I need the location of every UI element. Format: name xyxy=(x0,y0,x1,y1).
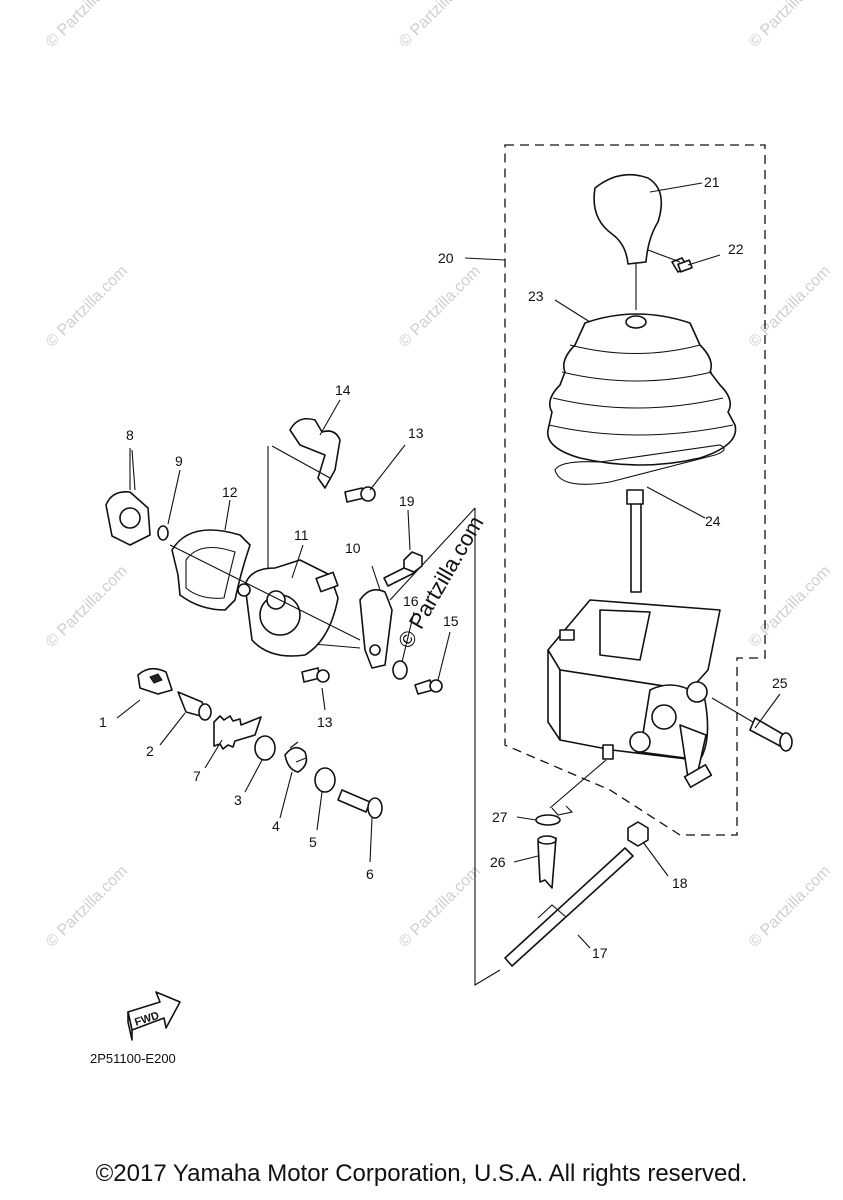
watermark: © Partzilla.com xyxy=(396,0,484,51)
guide-line-h1 xyxy=(169,544,361,641)
leader-lines xyxy=(116,182,781,949)
callout-11: 11 xyxy=(294,527,309,543)
callout-19: 19 xyxy=(399,493,415,509)
callout-18: 18 xyxy=(672,875,688,891)
callout-25: 25 xyxy=(772,675,788,691)
callout-17: 17 xyxy=(592,945,608,961)
lever-part-10[interactable] xyxy=(359,564,415,669)
callout-1: 1 xyxy=(99,714,107,730)
callout-3: 3 xyxy=(234,792,242,808)
callout-23: 23 xyxy=(528,288,544,304)
guide-line-right xyxy=(474,508,501,986)
washer-part-3[interactable] xyxy=(254,735,276,761)
watermark: © Partzilla.com xyxy=(396,263,484,351)
bolt-part-13-bottom[interactable] xyxy=(301,667,330,683)
washer-part-5[interactable] xyxy=(314,767,336,793)
watermark: © Partzilla.com xyxy=(746,563,834,651)
watermark: © Partzilla.com xyxy=(746,863,834,951)
collar-part-2[interactable] xyxy=(177,691,212,721)
collar-part-26[interactable] xyxy=(537,835,557,889)
callout-4: 4 xyxy=(272,818,280,834)
bolt-part-15[interactable] xyxy=(414,679,443,695)
washer-part-16[interactable] xyxy=(392,660,408,680)
gear-part-7[interactable] xyxy=(213,715,262,750)
rod-part-17[interactable] xyxy=(504,847,634,967)
watermark: © Partzilla.com xyxy=(746,263,834,351)
callout-5: 5 xyxy=(309,834,317,850)
cover-part-11[interactable] xyxy=(237,559,339,657)
oring-part-9[interactable] xyxy=(157,525,169,541)
guide-line-27 xyxy=(549,759,607,809)
bolt-part-25[interactable] xyxy=(711,697,793,752)
bolt-part-6[interactable] xyxy=(337,789,383,819)
callout-6: 6 xyxy=(366,866,374,882)
fwd-arrow-icon: FWD xyxy=(127,991,181,1041)
callout-13-top: 13 xyxy=(408,425,424,441)
spring-part-4[interactable] xyxy=(284,741,308,773)
clip-part-27[interactable] xyxy=(535,805,574,826)
nut-part-18[interactable] xyxy=(627,821,649,847)
callout-20: 20 xyxy=(438,250,454,266)
callout-7: 7 xyxy=(193,768,201,784)
callout-8: 8 xyxy=(126,427,134,443)
callout-10: 10 xyxy=(345,540,361,556)
watermark: © Partzilla.com xyxy=(43,263,131,351)
watermark: © Partzilla.com xyxy=(746,0,834,51)
clip-part-24[interactable] xyxy=(554,444,725,485)
diagram-code: 2P51100-E200 xyxy=(90,1051,176,1066)
cam-part-1[interactable] xyxy=(137,667,173,695)
callout-24: 24 xyxy=(705,513,721,529)
callout-2: 2 xyxy=(146,743,154,759)
nut-part-19[interactable] xyxy=(403,551,423,573)
watermark: © Partzilla.com xyxy=(43,563,131,651)
callout-13-bottom: 13 xyxy=(317,714,333,730)
switch-part-8[interactable] xyxy=(105,448,151,546)
knob-part-21[interactable] xyxy=(593,173,663,310)
callout-26: 26 xyxy=(490,854,506,870)
callout-14: 14 xyxy=(335,382,351,398)
callout-9: 9 xyxy=(175,453,183,469)
watermark: © Partzilla.com xyxy=(43,863,131,951)
callout-27: 27 xyxy=(492,809,508,825)
guide-line-h2 xyxy=(271,445,331,479)
shift-housing[interactable] xyxy=(547,599,721,788)
callout-22: 22 xyxy=(728,241,744,257)
callout-21: 21 xyxy=(704,174,720,190)
guide-line-right-top xyxy=(389,507,476,601)
assembly-20-boundary xyxy=(504,144,766,836)
watermark: © Partzilla.com xyxy=(43,0,131,51)
copyright-notice: ©2017 Yamaha Motor Corporation, U.S.A. A… xyxy=(95,1160,748,1187)
boot-part-23[interactable] xyxy=(547,313,737,466)
callout-16: 16 xyxy=(403,593,419,609)
shift-lever-shaft[interactable] xyxy=(626,489,644,593)
bolt-part-13-top[interactable] xyxy=(344,486,376,503)
watermark: © Partzilla.com xyxy=(396,863,484,951)
callout-12: 12 xyxy=(222,484,238,500)
bracket-part-14[interactable] xyxy=(289,417,341,489)
callout-15: 15 xyxy=(443,613,459,629)
